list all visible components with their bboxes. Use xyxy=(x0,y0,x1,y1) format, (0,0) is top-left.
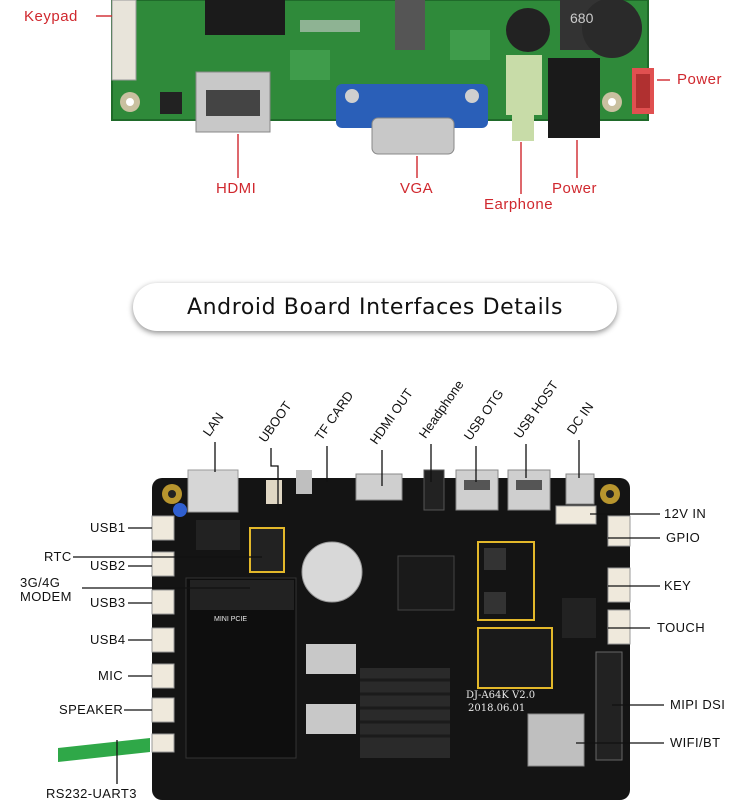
label-wifi-bt: WIFI/BT xyxy=(670,735,721,750)
label-power-bottom: Power xyxy=(552,180,598,197)
label-12v-in: 12V IN xyxy=(664,506,707,521)
label-usb4: USB4 xyxy=(90,632,126,647)
headphone-jack-shape xyxy=(423,469,445,511)
silkscreen-board-date: 2018.06.01 xyxy=(468,703,526,714)
wifi-module-shape xyxy=(527,713,585,767)
label-usb1: USB1 xyxy=(90,520,126,535)
capacitor-shape xyxy=(506,8,550,52)
keypad-connector xyxy=(111,0,137,81)
silkscreen-board-name: DJ-A64K V2.0 xyxy=(466,690,536,701)
label-modem-line1: 3G/4G xyxy=(20,575,61,590)
label-mic: MIC xyxy=(98,668,124,683)
label-touch: TOUCH xyxy=(657,620,705,635)
label-earphone: Earphone xyxy=(484,196,554,213)
hdmi-out-shape xyxy=(355,473,403,501)
label-rtc: RTC xyxy=(44,549,72,564)
label-usb2: USB2 xyxy=(90,558,126,573)
label-keypad: Keypad xyxy=(24,8,78,25)
label-vga: VGA xyxy=(400,180,434,197)
label-mipi-dsi: MIPI DSI xyxy=(670,697,726,712)
label-key: KEY xyxy=(664,578,692,593)
section-title: Android Board Interfaces Details xyxy=(186,294,564,320)
dc-jack-shape xyxy=(548,58,600,138)
dc-in-shape xyxy=(565,473,595,505)
rtc-battery-shape xyxy=(301,541,363,603)
main-ic xyxy=(205,0,285,35)
label-gpio: GPIO xyxy=(666,530,701,545)
lan-port-shape xyxy=(187,469,239,513)
label-usb3: USB3 xyxy=(90,595,126,610)
inductor-marking: 680 xyxy=(570,10,594,26)
silkscreen-mini-pcie: MINI PCIE xyxy=(214,616,248,623)
section-title-pill: Android Board Interfaces Details xyxy=(133,283,617,331)
vga-port-shape xyxy=(336,84,488,128)
label-modem-line2: MODEM xyxy=(20,589,72,604)
heatsink-shape xyxy=(360,668,450,758)
label-rs232-uart3: RS232-UART3 xyxy=(46,786,137,801)
earphone-jack-shape xyxy=(506,55,542,115)
label-speaker: SPEAKER xyxy=(59,702,124,717)
label-hdmi: HDMI xyxy=(216,180,257,197)
label-power-right: Power xyxy=(677,71,723,88)
